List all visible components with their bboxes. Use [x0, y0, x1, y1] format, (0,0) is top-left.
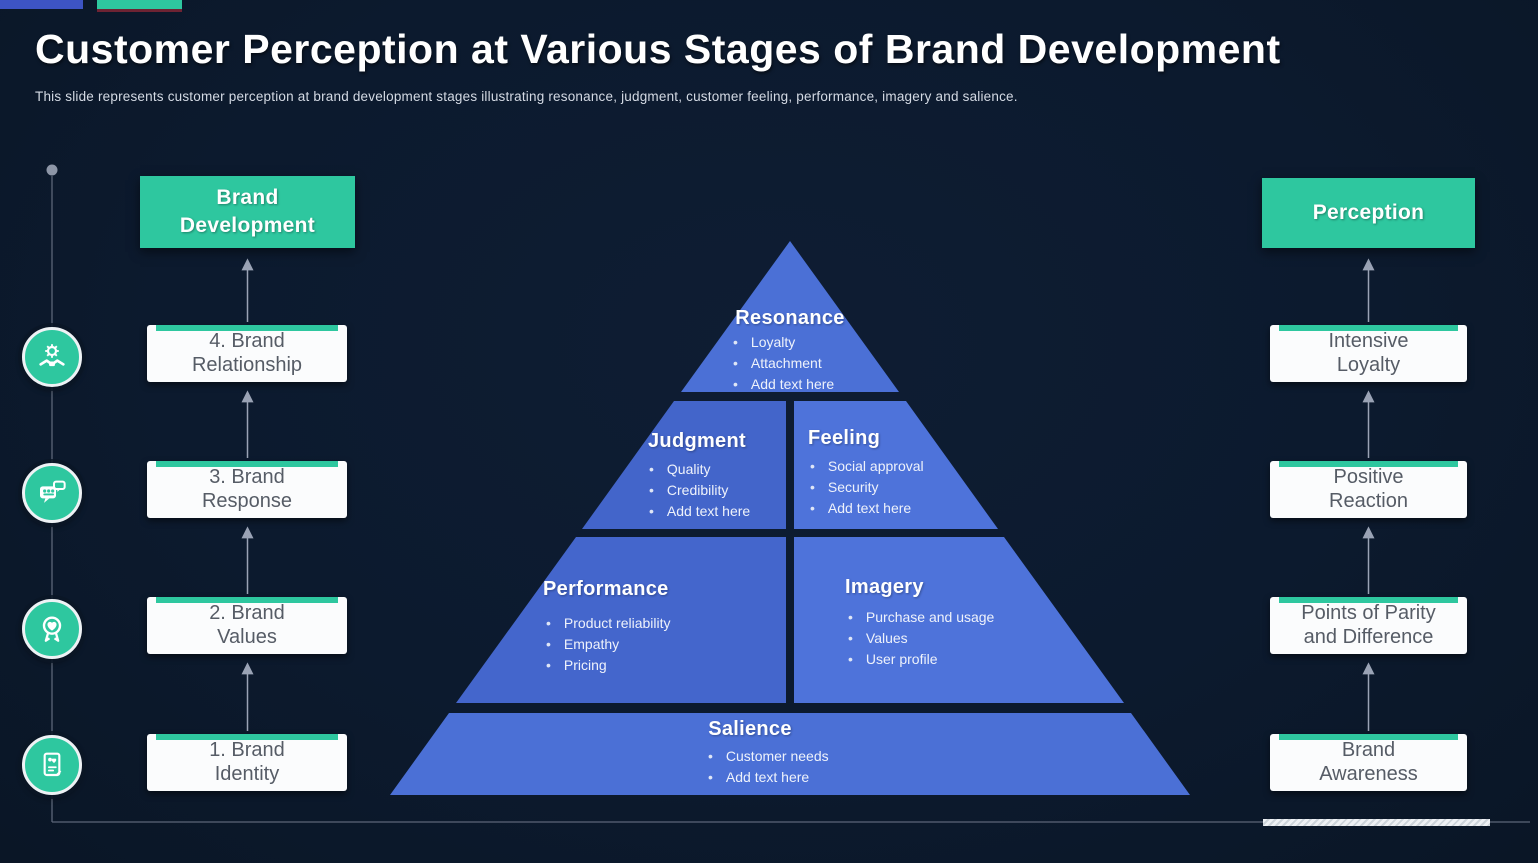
- stage-box-positive-reaction: Positive Reaction: [1270, 461, 1467, 518]
- pyramid-bullets-judgment: Quality Credibility Add text here: [649, 461, 750, 524]
- bullet-item: Credibility: [649, 482, 750, 498]
- stage-box-brand-identity: 1. Brand Identity: [147, 734, 347, 791]
- stage-line: 1. Brand: [209, 738, 285, 761]
- stage-line: 2. Brand: [209, 601, 285, 624]
- pyramid-title-judgment: Judgment: [648, 430, 746, 452]
- pyramid-bullets-imagery: Purchase and usage Values User profile: [848, 609, 994, 672]
- stage-box-brand-response: 3. Brand Response: [147, 461, 347, 518]
- bullet-item: Product reliability: [546, 615, 671, 631]
- bullet-item: Values: [848, 630, 994, 646]
- bullet-item: User profile: [848, 651, 994, 667]
- pyramid-bullets-performance: Product reliability Empathy Pricing: [546, 615, 671, 678]
- slide-subtitle: This slide represents customer perceptio…: [35, 89, 1018, 104]
- bullet-item: Security: [810, 479, 924, 495]
- pyramid-title-resonance: Resonance: [735, 307, 845, 329]
- stage-box-intensive-loyalty: Intensive Loyalty: [1270, 325, 1467, 382]
- header-line: Brand: [216, 185, 279, 209]
- pyramid-title-salience: Salience: [708, 718, 792, 740]
- stage-line: and Difference: [1303, 625, 1434, 648]
- stage-box-brand-awareness: Brand Awareness: [1270, 734, 1467, 791]
- pyramid-title-performance: Performance: [543, 578, 669, 600]
- bullet-item: Add text here: [708, 769, 829, 785]
- stage-line: Brand: [1341, 738, 1396, 761]
- pyramid-bullets-resonance: Loyalty Attachment Add text here: [733, 334, 834, 397]
- stage-line: 4. Brand: [209, 329, 285, 352]
- bullet-item: Social approval: [810, 458, 924, 474]
- stage-line: Intensive: [1328, 329, 1409, 352]
- bullet-item: Purchase and usage: [848, 609, 994, 625]
- bullet-item: Quality: [649, 461, 750, 477]
- stage-line: Points of Parity: [1301, 601, 1436, 624]
- stage-line: Response: [201, 489, 293, 512]
- id-card-icon: [22, 735, 82, 795]
- bullet-item: Add text here: [810, 500, 924, 516]
- bullet-item: Pricing: [546, 657, 671, 673]
- accent-bar-blue: [0, 0, 83, 9]
- right-column-header: Perception: [1262, 178, 1475, 248]
- header-line: Perception: [1312, 200, 1425, 224]
- pyramid-title-feeling: Feeling: [808, 427, 881, 449]
- rail-start-dot: [46, 164, 58, 176]
- stage-box-brand-values: 2. Brand Values: [147, 597, 347, 654]
- gear-handshake-icon: [22, 327, 82, 387]
- pyramid-bullets-salience: Customer needs Add text here: [708, 748, 829, 790]
- bullet-item: Attachment: [733, 355, 834, 371]
- bullet-item: Loyalty: [733, 334, 834, 350]
- pyramid-bullets-feeling: Social approval Security Add text here: [810, 458, 924, 521]
- stage-line: Loyalty: [1336, 353, 1401, 376]
- pyramid-title-imagery: Imagery: [845, 576, 924, 598]
- award-ribbon-icon: [22, 599, 82, 659]
- stage-line: Reaction: [1329, 489, 1408, 512]
- stage-line: 3. Brand: [209, 465, 285, 488]
- bullet-item: Add text here: [649, 503, 750, 519]
- stage-box-points-of-parity: Points of Parity and Difference: [1270, 597, 1467, 654]
- bullet-item: Empathy: [546, 636, 671, 652]
- stage-box-brand-relationship: 4. Brand Relationship: [147, 325, 347, 382]
- stage-line: Identity: [214, 762, 280, 785]
- chat-bubbles-icon: [22, 463, 82, 523]
- header-line: Development: [179, 214, 316, 237]
- left-column-header: Brand Development: [140, 176, 355, 248]
- bottom-accent-bar: [1263, 819, 1490, 826]
- accent-bar-green: [97, 0, 182, 9]
- accent-bar-red: [97, 9, 182, 12]
- bullet-item: Customer needs: [708, 748, 829, 764]
- stage-line: Positive: [1333, 465, 1404, 488]
- stage-line: Awareness: [1319, 762, 1418, 785]
- bullet-item: Add text here: [733, 376, 834, 392]
- stage-line: Relationship: [191, 353, 303, 376]
- stage-line: Values: [217, 625, 277, 648]
- slide-title: Customer Perception at Various Stages of…: [35, 26, 1281, 72]
